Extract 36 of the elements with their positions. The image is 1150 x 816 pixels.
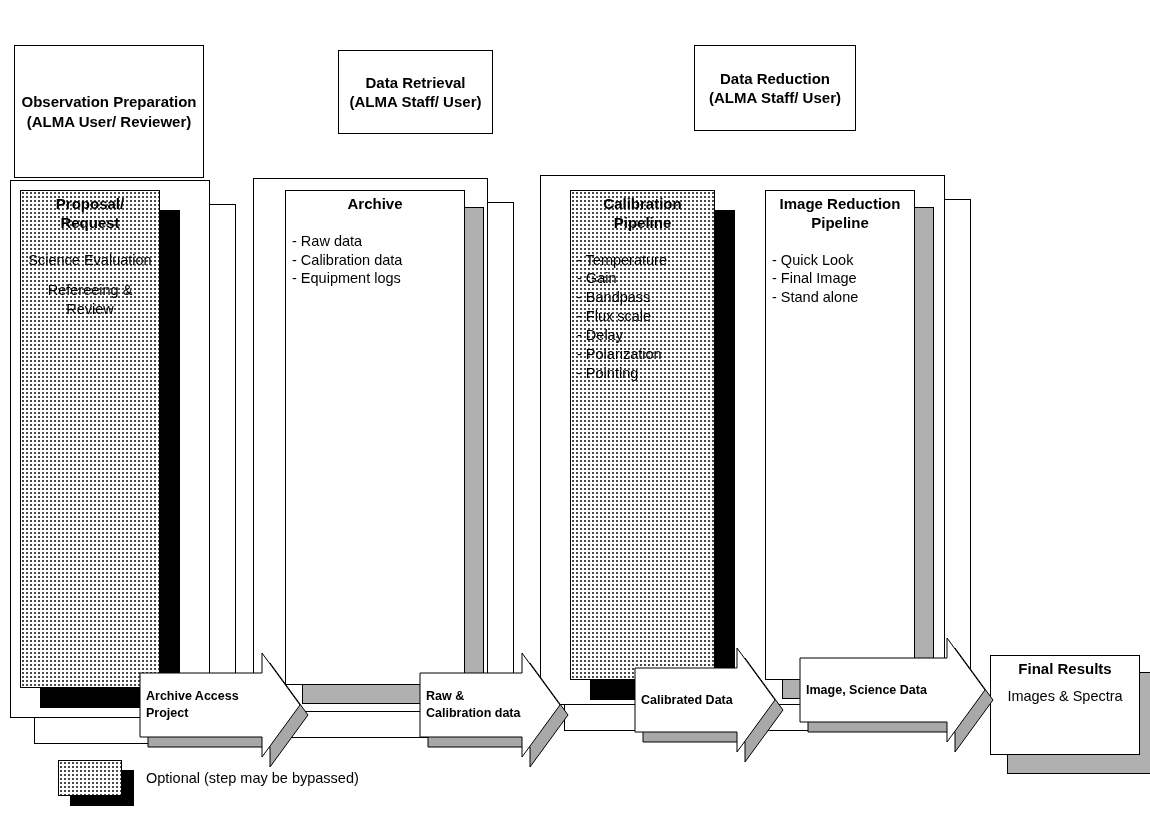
list-item: - Final Image — [772, 269, 858, 289]
list-item: - Raw data — [292, 231, 364, 251]
block-arrow — [139, 652, 309, 768]
header-text: Observation Preparation (ALMA User/ Reviewer) — [21, 92, 197, 131]
block-arrow — [634, 647, 784, 763]
step-title: Calibration Pipeline — [602, 195, 683, 233]
header-text: Data Retrieval (ALMA Staff/ User) — [348, 72, 483, 112]
list-item: - Temperature — [577, 250, 668, 270]
step-text: Images & Spectra — [1006, 686, 1124, 706]
edge-label: Image, Science Data — [806, 681, 928, 699]
list-item: - Gain — [577, 269, 618, 289]
list-item: - Stand alone — [772, 288, 860, 308]
step-title: Image Reduction Pipeline — [778, 195, 902, 233]
step-title: Proposal/ Request — [54, 195, 126, 233]
role-box — [338, 50, 493, 134]
list-item: - Flux scale — [577, 307, 653, 326]
role-box — [14, 45, 204, 178]
list-item: - Quick Look — [772, 250, 855, 270]
edge-label: Raw & Calibration data — [426, 688, 522, 722]
role-box — [694, 45, 856, 131]
edge-label: Archive Access Project — [146, 688, 240, 722]
list-item: - Equipment logs — [292, 269, 402, 289]
step-title: Final Results — [1017, 660, 1113, 679]
list-item: - Bandpass — [577, 288, 652, 308]
list-item: - Delay — [577, 325, 624, 345]
step-text: Science Evaluation — [27, 250, 153, 270]
block-arrow — [799, 637, 994, 753]
step-text: Refereeing & Review — [46, 281, 134, 320]
header-text: Data Reduction (ALMA Staff/ User) — [708, 68, 842, 108]
list-item: - Pointing — [577, 363, 640, 383]
step-title: Archive — [346, 195, 404, 214]
list-item: - Calibration data — [292, 250, 404, 270]
legend-text: Optional (step may be bypassed) — [146, 770, 359, 786]
list-item: - Polarization — [577, 344, 663, 364]
block-arrow — [419, 652, 569, 768]
edge-label: Calibrated Data — [641, 691, 734, 709]
